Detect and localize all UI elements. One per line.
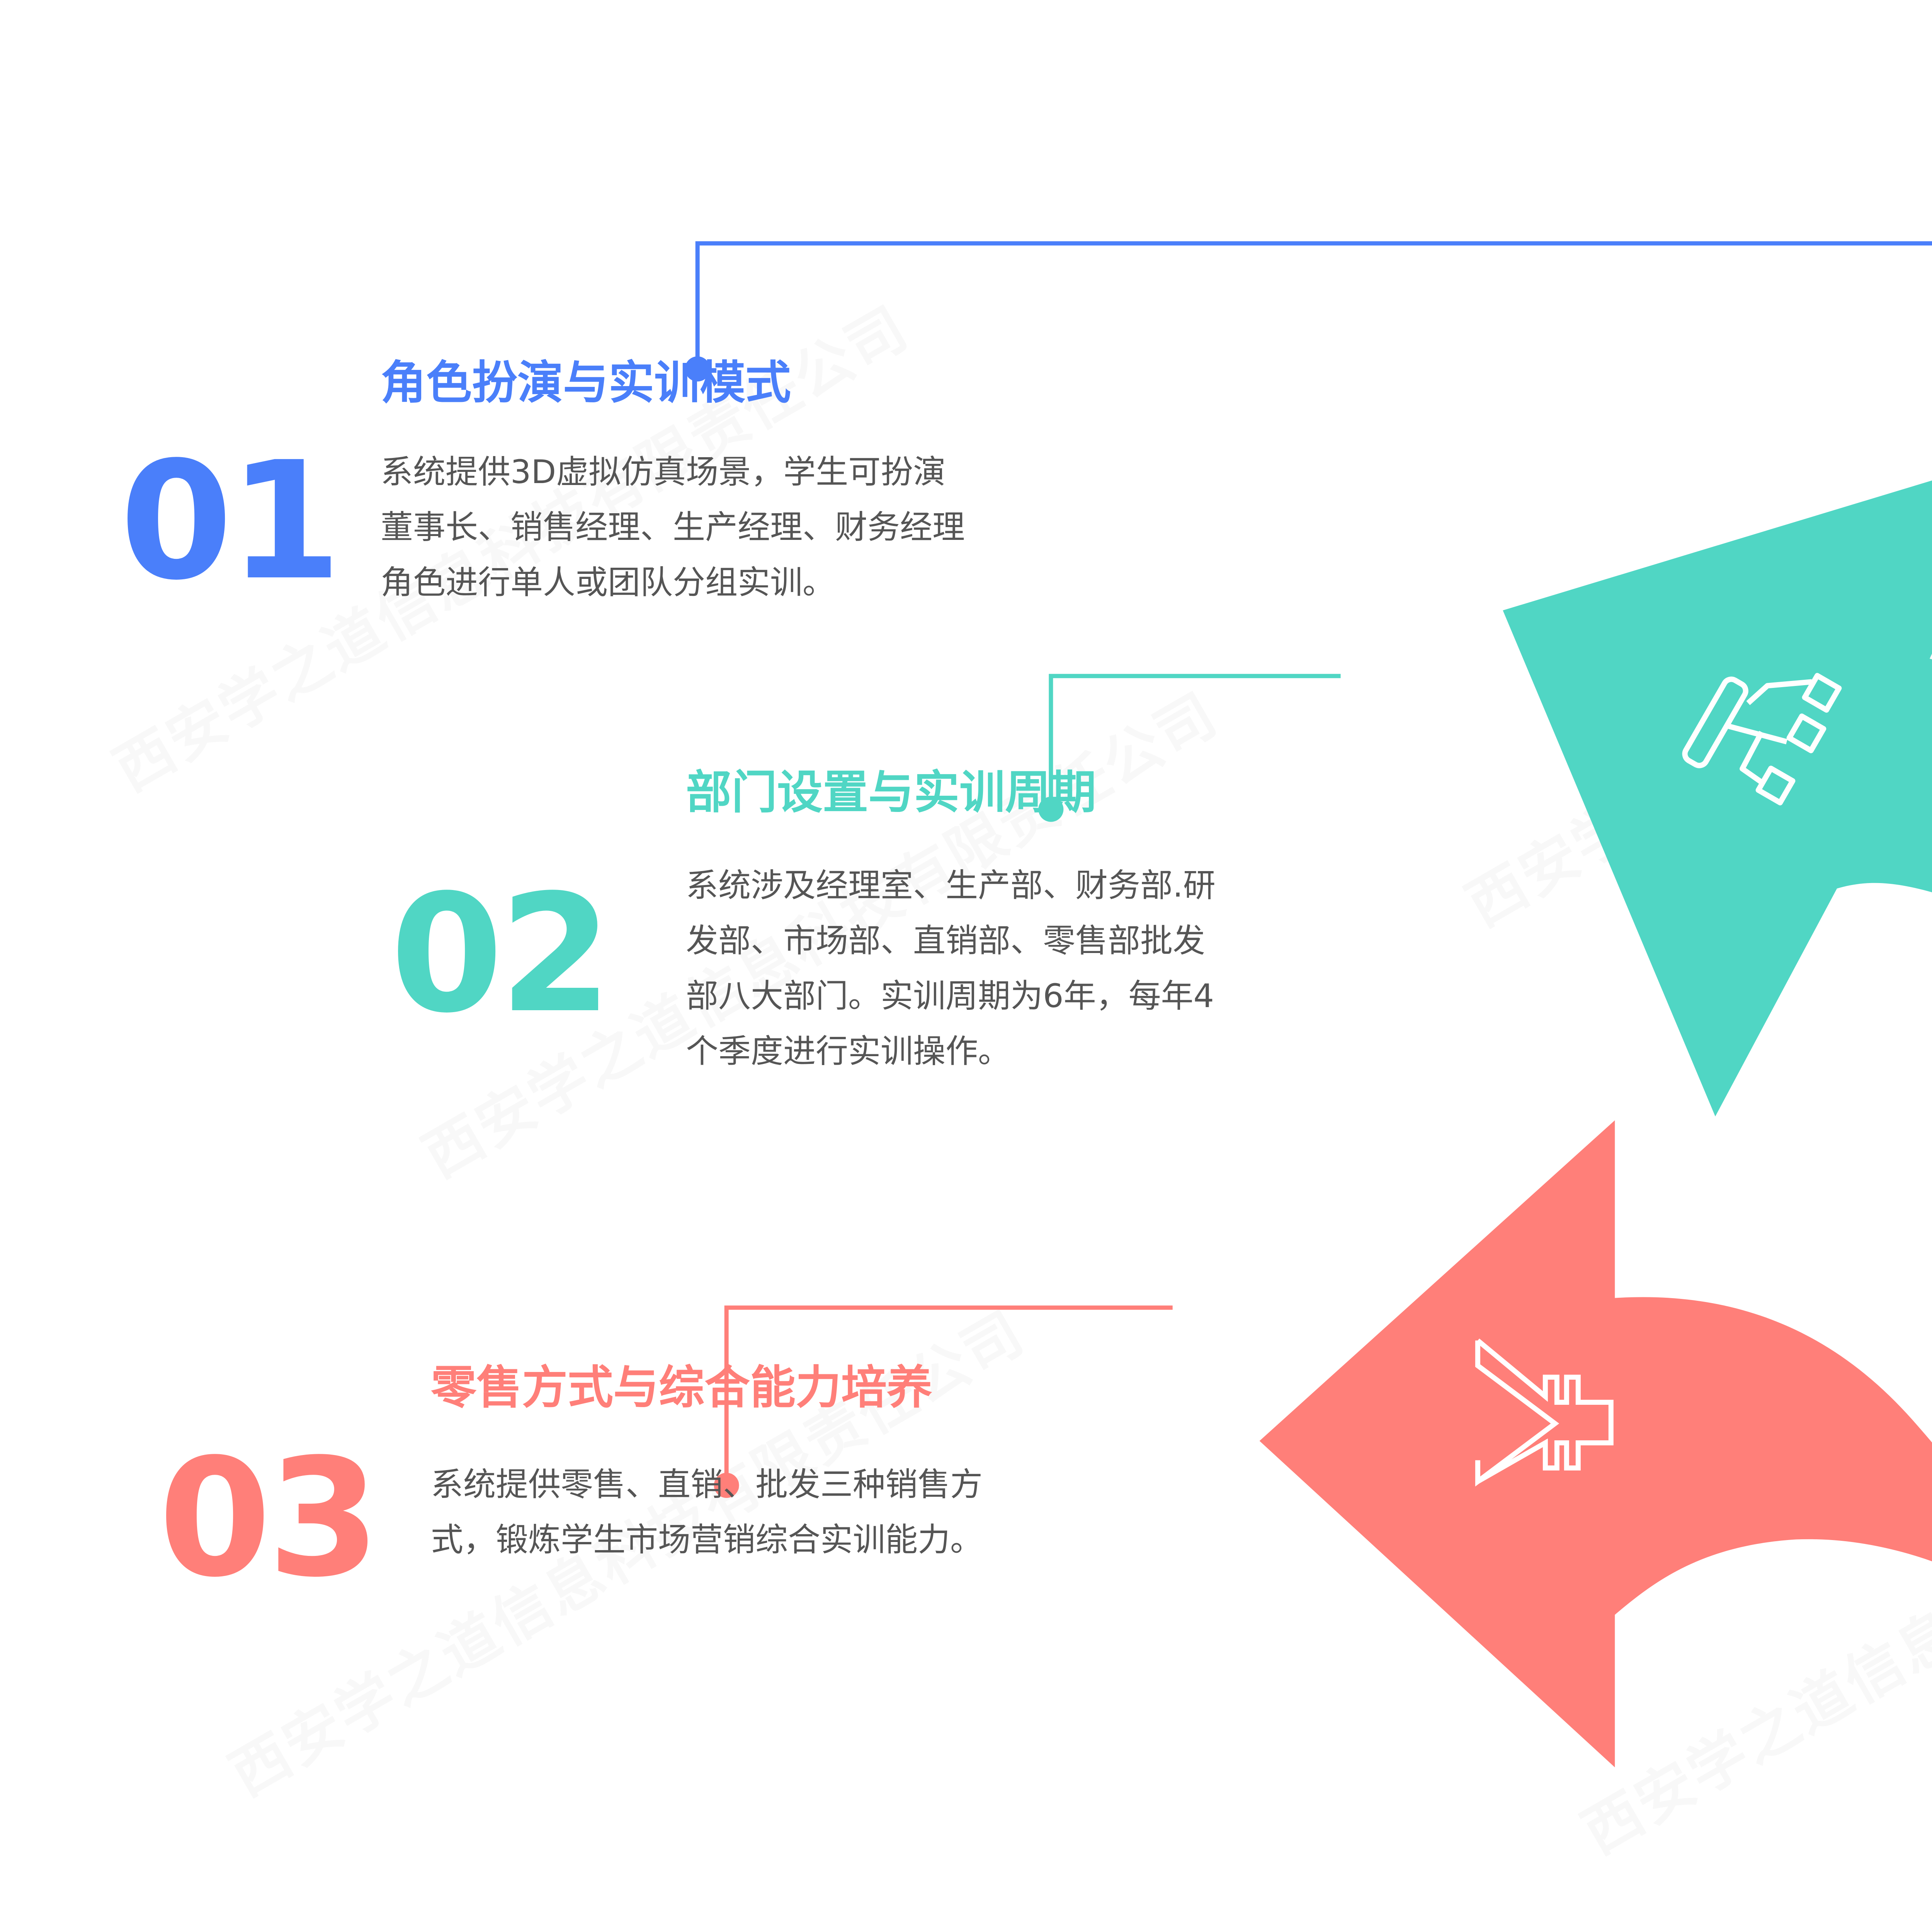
- item-desc-03: 系统提供零售、直销、批发三种销售方 式，锻炼学生市场营销综合实训能力。: [431, 1457, 983, 1567]
- item-desc-02: 系统涉及经理室、生产部、财务部.研 发部、市场部、直销部、零售部批发 部八大部门…: [686, 858, 1216, 1079]
- yuan-currency-icon: [1475, 1338, 1614, 1487]
- connector-01: [695, 241, 1932, 367]
- connector-dot-02: [1038, 796, 1064, 822]
- desc-line: 董事长、销售经理、生产经理、财务经理: [381, 508, 965, 546]
- desc-line: 部八大部门。实训周期为6年，每年4: [686, 977, 1214, 1015]
- item-desc-01: 系统提供3D虚拟仿真场景，学生可扮演 董事长、销售经理、生产经理、财务经理 角色…: [381, 444, 965, 610]
- item-title-02: 部门设置与实训周期: [686, 766, 1097, 819]
- connector-02: [1049, 674, 1341, 808]
- desc-line: 系统提供零售、直销、批发三种销售方: [431, 1465, 983, 1503]
- item-number-02: 02: [390, 860, 612, 1049]
- arrow-teal: [1503, 480, 1932, 1116]
- item-number-01: 01: [120, 427, 342, 616]
- desc-line: 系统提供3D虚拟仿真场景，学生可扮演: [381, 453, 946, 491]
- connector-dot-03: [714, 1472, 739, 1498]
- item-title-03: 零售方式与综合能力培养: [431, 1361, 933, 1414]
- org-structure-icon: [1682, 673, 1842, 805]
- desc-line: 式，锻炼学生市场营销综合实训能力。: [431, 1521, 983, 1559]
- connector-03: [724, 1305, 1173, 1484]
- desc-line: 系统涉及经理室、生产部、财务部.研: [686, 866, 1216, 904]
- desc-line: 发部、市场部、直销部、零售部批发: [686, 922, 1206, 960]
- connector-dot-01: [685, 356, 710, 382]
- desc-line: 角色进行单人或团队分组实训。: [381, 563, 835, 601]
- item-title-01: 角色扮演与实训模式: [381, 356, 791, 409]
- desc-line: 个季度进行实训操作。: [686, 1032, 1011, 1070]
- item-number-03: 03: [158, 1424, 380, 1613]
